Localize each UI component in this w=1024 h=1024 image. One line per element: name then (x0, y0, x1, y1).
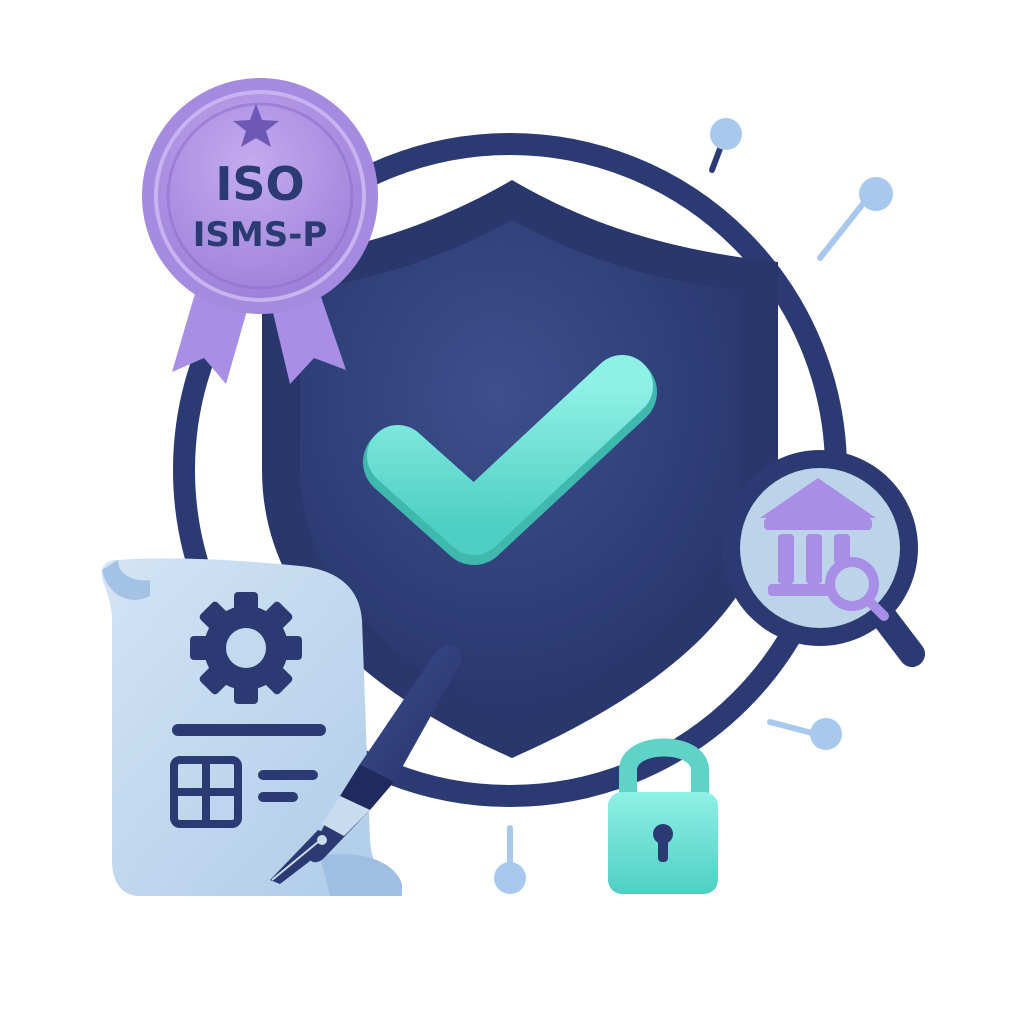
star-icon (233, 104, 279, 147)
shield-check-icon (262, 180, 778, 758)
gear-icon (190, 592, 302, 704)
badge-line-1: ISO (215, 157, 304, 211)
badge-line-2: ISMS-P (193, 215, 328, 255)
document-icon (101, 558, 402, 896)
padlock-icon (608, 738, 718, 894)
bank-icon (760, 478, 876, 596)
table-grid-icon (170, 756, 242, 828)
bank-search-icon (722, 450, 925, 667)
fountain-pen-icon (270, 645, 462, 884)
connector-nodes (494, 118, 893, 894)
certificate-badge-icon: ISO ISMS-P (142, 78, 378, 384)
